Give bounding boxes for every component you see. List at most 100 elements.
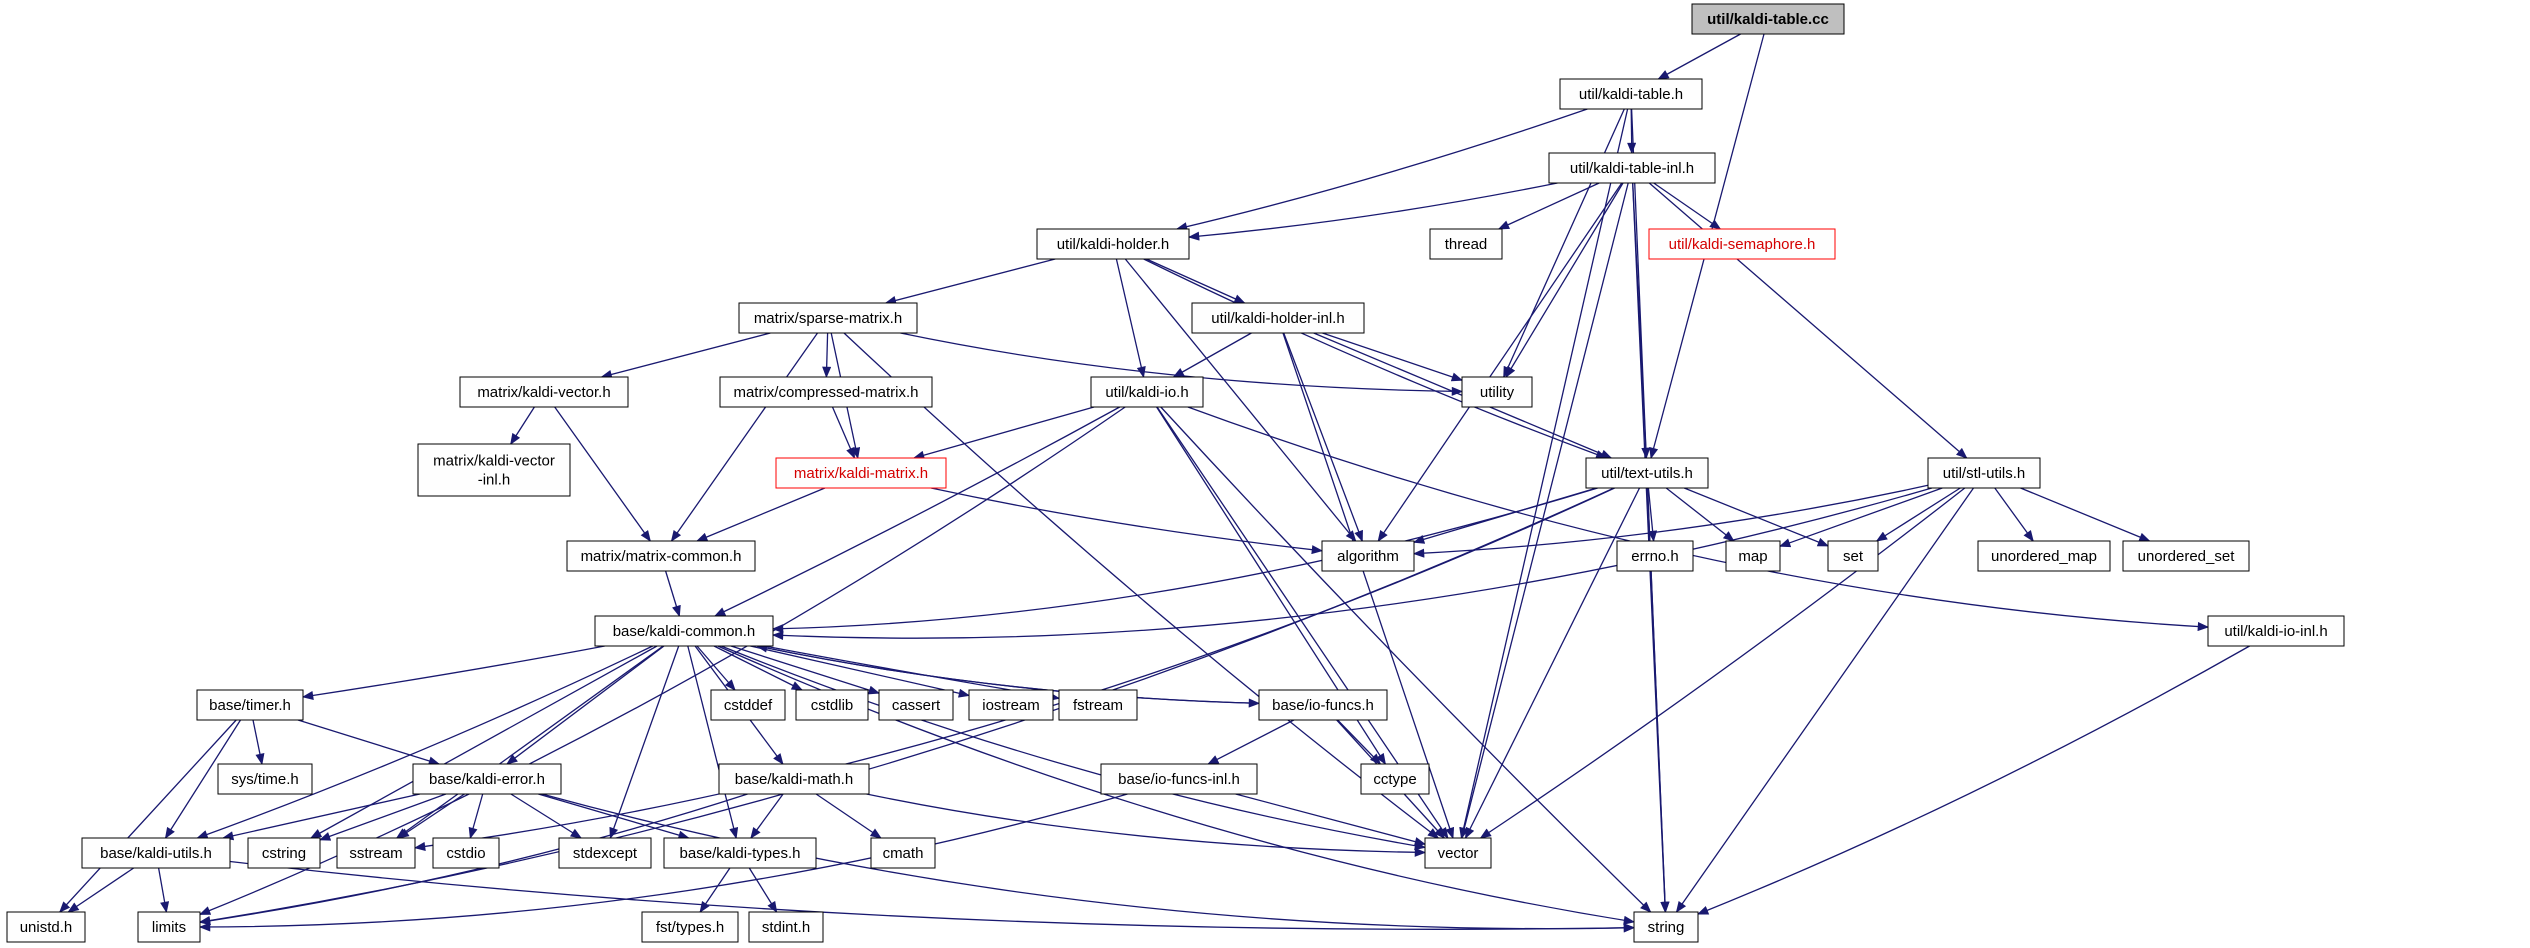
graph-node-thread[interactable]: thread <box>1429 228 1503 260</box>
graph-node-vector[interactable]: vector <box>1424 837 1492 869</box>
graph-node-box-sparse-h[interactable] <box>738 302 918 334</box>
graph-node-vector-h[interactable]: matrix/kaldi-vector.h <box>459 376 629 408</box>
graph-node-unistd-h[interactable]: unistd.h <box>6 911 86 943</box>
graph-node-box-unistd-h[interactable] <box>6 911 86 943</box>
graph-node-box-io-funcs-inl-h[interactable] <box>1100 763 1258 795</box>
graph-node-box-timer-h[interactable] <box>196 689 304 721</box>
graph-node-box-errno-h[interactable] <box>1616 540 1694 572</box>
graph-node-unordered-set[interactable]: unordered_set <box>2122 540 2250 572</box>
graph-node-limits[interactable]: limits <box>137 911 201 943</box>
graph-node-box-table-cc[interactable] <box>1691 3 1845 35</box>
graph-node-io-funcs-inl-h[interactable]: base/io-funcs-inl.h <box>1100 763 1258 795</box>
graph-node-cstddef[interactable]: cstddef <box>710 689 786 721</box>
graph-node-table-inl-h[interactable]: util/kaldi-table-inl.h <box>1548 152 1716 184</box>
graph-node-stdint-h[interactable]: stdint.h <box>748 911 824 943</box>
graph-node-box-common-h[interactable] <box>594 615 774 647</box>
graph-node-set[interactable]: set <box>1827 540 1879 572</box>
graph-node-io-funcs-h[interactable]: base/io-funcs.h <box>1258 689 1388 721</box>
graph-node-box-matrix-h[interactable] <box>775 457 947 489</box>
graph-node-box-unordered-map[interactable] <box>1977 540 2111 572</box>
graph-node-algorithm[interactable]: algorithm <box>1321 540 1415 572</box>
graph-node-box-text-utils-h[interactable] <box>1585 457 1709 489</box>
graph-node-box-vector-inl-h[interactable] <box>417 443 571 497</box>
graph-node-types-h[interactable]: base/kaldi-types.h <box>663 837 817 869</box>
graph-node-box-error-h[interactable] <box>412 763 562 795</box>
graph-node-box-set[interactable] <box>1827 540 1879 572</box>
graph-node-map[interactable]: map <box>1725 540 1781 572</box>
graph-node-timer-h[interactable]: base/timer.h <box>196 689 304 721</box>
graph-node-box-fstream[interactable] <box>1058 689 1138 721</box>
graph-node-table-cc[interactable]: util/kaldi-table.cc <box>1691 3 1845 35</box>
graph-node-box-math-h[interactable] <box>718 763 870 795</box>
graph-node-box-compressed-h[interactable] <box>719 376 933 408</box>
graph-node-box-io-h[interactable] <box>1090 376 1204 408</box>
graph-node-box-fst-types-h[interactable] <box>641 911 739 943</box>
graph-node-box-semaphore-h[interactable] <box>1648 228 1836 260</box>
graph-node-holder-h[interactable]: util/kaldi-holder.h <box>1036 228 1190 260</box>
graph-node-cstring[interactable]: cstring <box>247 837 321 869</box>
graph-node-io-inl-h[interactable]: util/kaldi-io-inl.h <box>2207 615 2345 647</box>
graph-node-utility[interactable]: utility <box>1461 376 1533 408</box>
graph-node-box-cstdlib[interactable] <box>795 689 869 721</box>
graph-node-box-stdint-h[interactable] <box>748 911 824 943</box>
graph-node-errno-h[interactable]: errno.h <box>1616 540 1694 572</box>
graph-node-io-h[interactable]: util/kaldi-io.h <box>1090 376 1204 408</box>
graph-node-box-table-inl-h[interactable] <box>1548 152 1716 184</box>
graph-node-box-sstream[interactable] <box>336 837 416 869</box>
graph-node-box-cstddef[interactable] <box>710 689 786 721</box>
graph-node-box-cmath[interactable] <box>870 837 936 869</box>
graph-node-vector-inl-h[interactable]: matrix/kaldi-vector-inl.h <box>417 443 571 497</box>
graph-node-box-holder-inl-h[interactable] <box>1191 302 1365 334</box>
graph-node-unordered-map[interactable]: unordered_map <box>1977 540 2111 572</box>
graph-node-box-unordered-set[interactable] <box>2122 540 2250 572</box>
graph-node-compressed-h[interactable]: matrix/compressed-matrix.h <box>719 376 933 408</box>
graph-node-box-holder-h[interactable] <box>1036 228 1190 260</box>
graph-node-box-sys-time-h[interactable] <box>217 763 313 795</box>
graph-node-box-map[interactable] <box>1725 540 1781 572</box>
graph-node-box-algorithm[interactable] <box>1321 540 1415 572</box>
graph-node-text-utils-h[interactable]: util/text-utils.h <box>1585 457 1709 489</box>
graph-node-string[interactable]: string <box>1633 911 1699 943</box>
graph-node-box-iostream[interactable] <box>968 689 1054 721</box>
graph-node-box-limits[interactable] <box>137 911 201 943</box>
graph-node-fstream[interactable]: fstream <box>1058 689 1138 721</box>
graph-node-box-utils-h[interactable] <box>81 837 231 869</box>
graph-node-box-cstring[interactable] <box>247 837 321 869</box>
graph-node-cmath[interactable]: cmath <box>870 837 936 869</box>
graph-node-sys-time-h[interactable]: sys/time.h <box>217 763 313 795</box>
graph-node-utils-h[interactable]: base/kaldi-utils.h <box>81 837 231 869</box>
graph-node-fst-types-h[interactable]: fst/types.h <box>641 911 739 943</box>
graph-node-cctype[interactable]: cctype <box>1360 763 1430 795</box>
graph-node-box-vector-h[interactable] <box>459 376 629 408</box>
graph-node-iostream[interactable]: iostream <box>968 689 1054 721</box>
graph-node-box-cctype[interactable] <box>1360 763 1430 795</box>
graph-node-cstdlib[interactable]: cstdlib <box>795 689 869 721</box>
graph-node-stdexcept[interactable]: stdexcept <box>558 837 652 869</box>
graph-node-box-cassert[interactable] <box>878 689 954 721</box>
graph-node-box-io-funcs-h[interactable] <box>1258 689 1388 721</box>
graph-node-cassert[interactable]: cassert <box>878 689 954 721</box>
graph-node-box-table-h[interactable] <box>1559 78 1703 110</box>
graph-node-cstdio[interactable]: cstdio <box>432 837 500 869</box>
graph-node-sparse-h[interactable]: matrix/sparse-matrix.h <box>738 302 918 334</box>
graph-node-box-utility[interactable] <box>1461 376 1533 408</box>
graph-node-common-h[interactable]: base/kaldi-common.h <box>594 615 774 647</box>
graph-node-box-string[interactable] <box>1633 911 1699 943</box>
graph-node-semaphore-h[interactable]: util/kaldi-semaphore.h <box>1648 228 1836 260</box>
graph-node-table-h[interactable]: util/kaldi-table.h <box>1559 78 1703 110</box>
graph-node-box-vector[interactable] <box>1424 837 1492 869</box>
graph-node-box-thread[interactable] <box>1429 228 1503 260</box>
graph-node-box-stl-utils-h[interactable] <box>1927 457 2041 489</box>
graph-node-box-types-h[interactable] <box>663 837 817 869</box>
graph-node-matrix-h[interactable]: matrix/kaldi-matrix.h <box>775 457 947 489</box>
graph-node-holder-inl-h[interactable]: util/kaldi-holder-inl.h <box>1191 302 1365 334</box>
graph-node-stl-utils-h[interactable]: util/stl-utils.h <box>1927 457 2041 489</box>
graph-node-box-stdexcept[interactable] <box>558 837 652 869</box>
graph-node-box-matrix-common-h[interactable] <box>566 540 756 572</box>
graph-node-sstream[interactable]: sstream <box>336 837 416 869</box>
graph-node-box-io-inl-h[interactable] <box>2207 615 2345 647</box>
graph-node-box-cstdio[interactable] <box>432 837 500 869</box>
graph-node-error-h[interactable]: base/kaldi-error.h <box>412 763 562 795</box>
graph-node-math-h[interactable]: base/kaldi-math.h <box>718 763 870 795</box>
graph-node-matrix-common-h[interactable]: matrix/matrix-common.h <box>566 540 756 572</box>
